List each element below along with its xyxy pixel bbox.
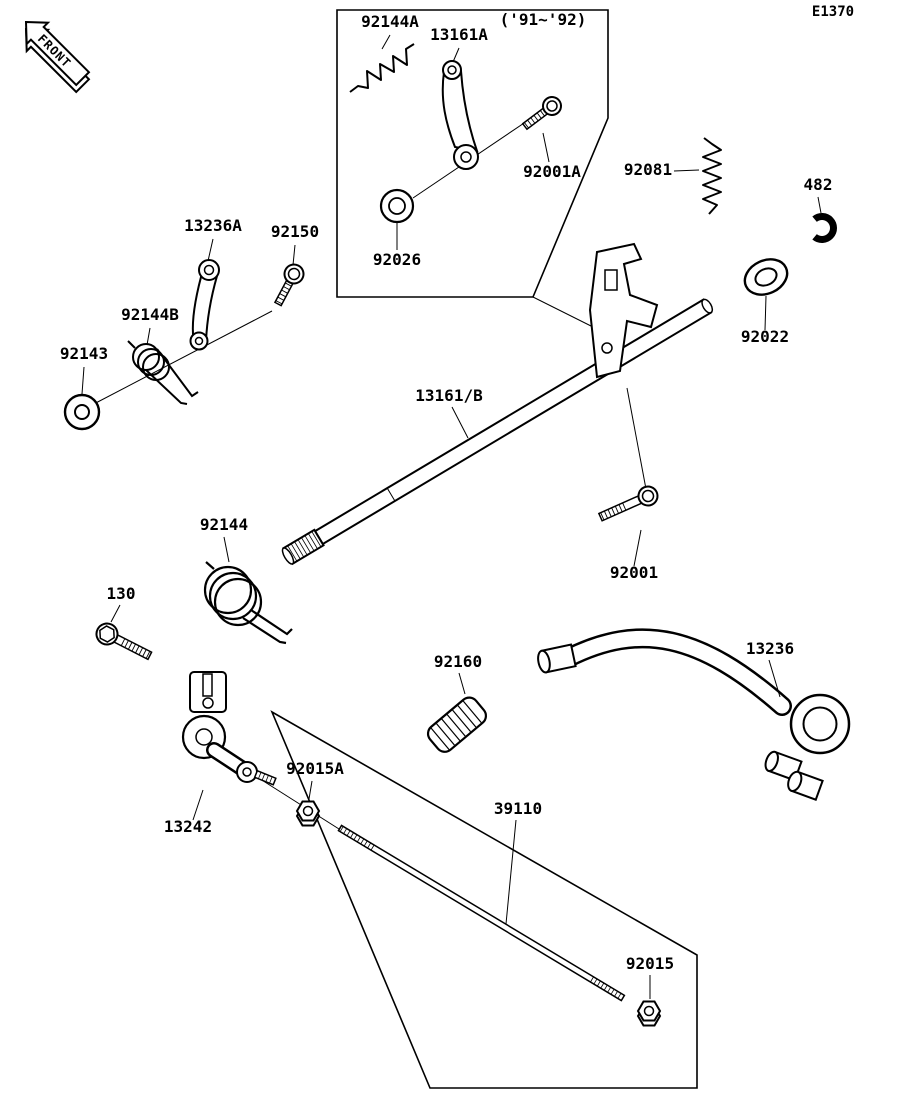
label-39110: 39110 [494, 799, 542, 818]
part-92144-torsion-spring [203, 561, 293, 645]
part-482-circlip [812, 213, 837, 243]
label-13236: 13236 [746, 639, 794, 658]
label-130: 130 [107, 584, 136, 603]
part-92143-roller [63, 393, 101, 431]
label-13242: 13242 [164, 817, 212, 836]
part-13242-change-arm [181, 671, 277, 786]
label-13161A: 13161A [430, 25, 488, 44]
label-92015: 92015 [626, 954, 674, 973]
pedal-clamp-cylinder-2 [787, 770, 824, 801]
label-92001A: 92001A [523, 162, 581, 181]
bracket-hole [601, 342, 613, 354]
part-13161a-lever [441, 60, 479, 170]
arm-stud [253, 769, 277, 786]
part-92160-pedal-rubber [426, 696, 488, 753]
label-92001: 92001 [610, 563, 658, 582]
front-arrow: FRONT [24, 20, 91, 94]
part-92022-washer [743, 258, 789, 296]
spline-hatch [287, 531, 322, 562]
front-arrow-body [24, 20, 91, 87]
bracket-slot [604, 269, 618, 291]
assembly-axis-lines [89, 114, 647, 830]
part-92144a-spring [349, 43, 415, 93]
leader-lines [81, 34, 822, 999]
part-39110-tie-rod [337, 824, 626, 1002]
part-92144b-torsion-spring [127, 340, 199, 405]
assembly-box [270, 710, 698, 1089]
pedal-tip [537, 643, 577, 674]
part-92001-bolt [597, 485, 659, 522]
part-13161b-shift-shaft [281, 242, 714, 566]
label-482: 482 [804, 175, 833, 194]
label-13161B: 13161/B [415, 386, 483, 405]
label-92026: 92026 [373, 250, 421, 269]
part-130-bolt [95, 622, 153, 661]
part-92001a-bolt [521, 96, 562, 131]
label-92160: 92160 [434, 652, 482, 671]
variant-note: ('91~'92) [500, 10, 587, 29]
part-13236-shift-pedal [537, 628, 851, 801]
part-92081-spring [702, 137, 722, 215]
pedal-boss-inner [802, 706, 838, 742]
part-92150-bolt [273, 263, 305, 307]
label-92081: 92081 [624, 160, 672, 179]
label-92143: 92143 [60, 344, 108, 363]
label-92015A: 92015A [286, 759, 344, 778]
label-92144A: 92144A [361, 12, 419, 31]
part-92015-nut [636, 1000, 662, 1027]
label-92144: 92144 [200, 515, 248, 534]
label-92022: 92022 [741, 327, 789, 346]
part-13236a-arm [189, 259, 220, 351]
label-92144B: 92144B [121, 305, 179, 324]
part-92026-grommet [379, 188, 415, 224]
label-13236A: 13236A [184, 216, 242, 235]
label-92150: 92150 [271, 222, 319, 241]
inset-box [336, 9, 609, 298]
part-labels: E1370 92144A 13161A ('91~'92) 92001A 920… [60, 4, 854, 973]
page-code: E1370 [812, 4, 854, 20]
part-92015a-nut [295, 800, 321, 827]
